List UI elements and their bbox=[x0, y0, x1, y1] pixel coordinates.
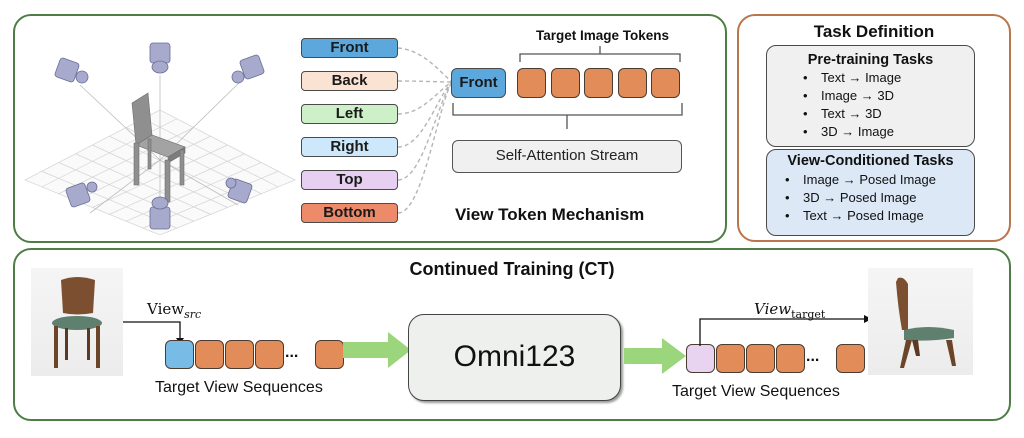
task-item: •3D → Posed Image bbox=[785, 190, 917, 205]
pretraining-tasks-box: Pre-training Tasks •Text → Image •Image … bbox=[766, 45, 975, 147]
view-target-label: Viewtarget bbox=[754, 300, 826, 321]
chair-front-icon bbox=[52, 277, 102, 368]
task-item: •Text → Posed Image bbox=[785, 208, 924, 223]
right-sequence-label: Target View Sequences bbox=[672, 383, 840, 400]
ellipsis: ... bbox=[285, 344, 299, 361]
pretraining-tasks-title: Pre-training Tasks bbox=[807, 52, 934, 68]
task-definition-title: Task Definition bbox=[813, 22, 935, 41]
view-token-left: Left bbox=[301, 104, 398, 124]
ellipsis: ... bbox=[806, 348, 820, 365]
image-token bbox=[836, 344, 865, 373]
camera-icon bbox=[54, 57, 89, 84]
target-chair-image bbox=[868, 268, 973, 375]
camera-icon bbox=[149, 196, 171, 230]
task-item: •Text → Image bbox=[803, 70, 902, 85]
target-image-token bbox=[517, 68, 546, 98]
target-tokens-brace bbox=[519, 46, 681, 62]
image-token bbox=[746, 344, 775, 373]
camera-icon bbox=[231, 54, 265, 84]
dashed-connectors bbox=[398, 47, 453, 214]
target-image-tokens-label: Target Image Tokens bbox=[535, 28, 670, 43]
src-view-token bbox=[165, 340, 194, 369]
camera-icon bbox=[65, 181, 98, 208]
task-item: •Image → 3D bbox=[803, 88, 894, 103]
view-token-mechanism-title: View Token Mechanism bbox=[455, 205, 645, 224]
camera-chair-illustration bbox=[24, 42, 296, 235]
view-conditioned-task-list: •Image → Posed Image •3D → Posed Image •… bbox=[779, 171, 974, 225]
green-arrow-icon bbox=[343, 332, 411, 368]
camera-icons bbox=[54, 42, 265, 230]
image-token bbox=[315, 340, 344, 369]
target-image-token bbox=[651, 68, 680, 98]
source-chair-image bbox=[31, 268, 123, 376]
view-token-front: Front bbox=[301, 38, 398, 58]
target-view-token bbox=[686, 344, 715, 373]
selected-view-token: Front bbox=[451, 68, 506, 98]
image-token bbox=[255, 340, 284, 369]
view-token-back: Back bbox=[301, 71, 398, 91]
view-token-right: Right bbox=[301, 137, 398, 157]
image-token bbox=[716, 344, 745, 373]
view-token-top: Top bbox=[301, 170, 398, 190]
omni123-model-box: Omni123 bbox=[408, 314, 621, 401]
image-token bbox=[195, 340, 224, 369]
chair-3d-model bbox=[131, 92, 186, 203]
task-item: •Text → 3D bbox=[803, 106, 882, 121]
image-token bbox=[225, 340, 254, 369]
view-conditioned-tasks-box: View-Conditioned Tasks •Image → Posed Im… bbox=[766, 149, 975, 236]
pretraining-task-list: •Text → Image •Image → 3D •Text → 3D •3D… bbox=[797, 69, 974, 141]
target-arrow bbox=[699, 315, 872, 346]
task-item: •Image → Posed Image bbox=[785, 172, 936, 187]
view-token-bottom: Bottom bbox=[301, 203, 398, 223]
stream-brace bbox=[452, 103, 683, 129]
view-src-label: Viewsrc bbox=[147, 300, 202, 321]
self-attention-stream: Self-Attention Stream bbox=[452, 140, 682, 173]
camera-icon bbox=[149, 42, 171, 74]
target-image-token bbox=[550, 68, 580, 98]
continued-training-title: Continued Training (CT) bbox=[409, 259, 615, 279]
target-image-token bbox=[617, 68, 647, 98]
camera-icon bbox=[225, 177, 253, 204]
target-image-token bbox=[584, 68, 613, 98]
left-sequence-label: Target View Sequences bbox=[155, 379, 323, 396]
view-conditioned-tasks-title: View-Conditioned Tasks bbox=[787, 153, 954, 169]
image-token bbox=[776, 344, 805, 373]
chair-side-icon bbox=[896, 277, 956, 368]
task-item: •3D → Image bbox=[803, 124, 894, 139]
green-arrow-icon bbox=[624, 338, 686, 374]
